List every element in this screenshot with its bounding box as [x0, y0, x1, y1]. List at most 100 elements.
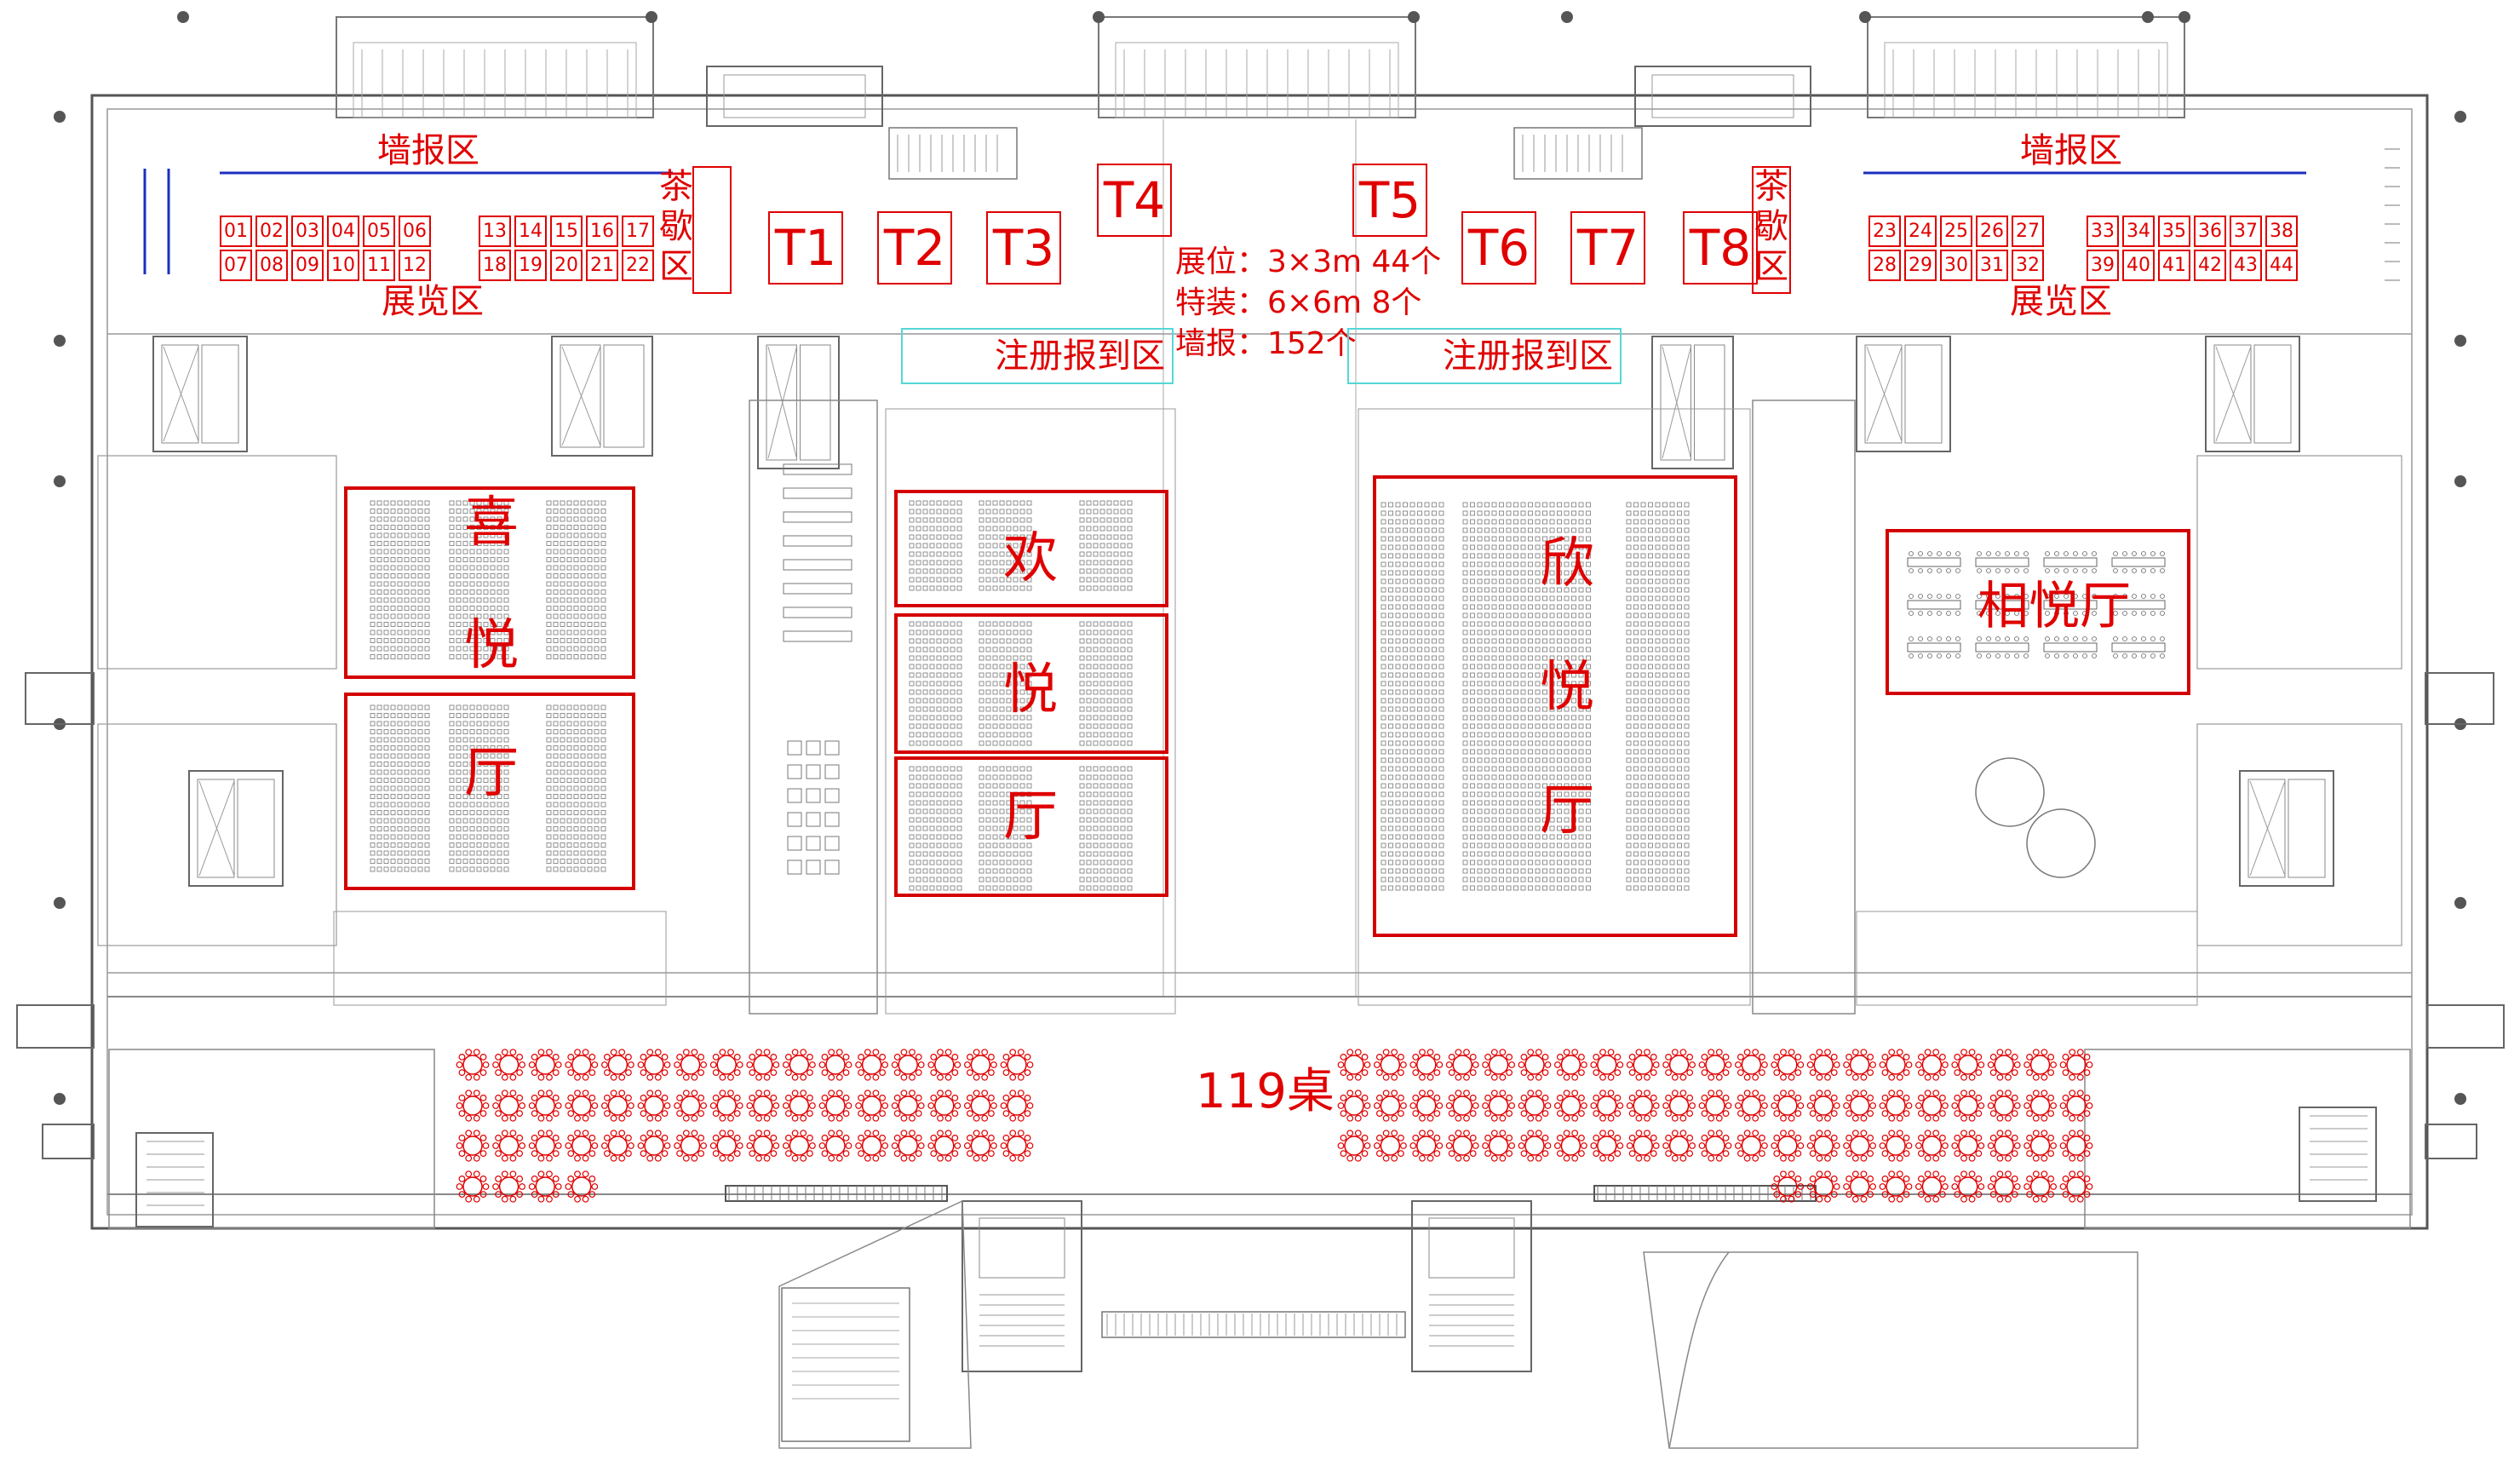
- booth-12: 12: [399, 250, 431, 281]
- banquet-table: [565, 1171, 598, 1202]
- tea-left-char-2: 歇: [657, 207, 695, 247]
- banquet-table: [1555, 1130, 1587, 1161]
- banquet-table: [456, 1090, 489, 1121]
- banquet-table: [928, 1090, 961, 1121]
- booth-02: 02: [255, 216, 288, 247]
- banquet-table: [1591, 1049, 1623, 1080]
- tea-left-char-3: 区: [657, 247, 695, 287]
- banquet-table: [928, 1130, 961, 1161]
- banquet-table: [1916, 1090, 1949, 1121]
- banquet-table: [1736, 1049, 1768, 1080]
- banquet-table: [565, 1049, 598, 1080]
- banquet-table: [1001, 1049, 1033, 1080]
- banquet-table: [1844, 1171, 1876, 1202]
- banquet-table: [1699, 1130, 1731, 1161]
- banquet-table: [819, 1049, 852, 1080]
- banquet-table: [638, 1130, 670, 1161]
- banquet-table: [1410, 1130, 1443, 1161]
- booth-38: 38: [2265, 216, 2298, 247]
- booth-37: 37: [2230, 216, 2262, 247]
- booth-28: 28: [1868, 250, 1901, 281]
- tea-right-char-1: 茶: [1753, 167, 1790, 207]
- banquet-table: [1880, 1171, 1912, 1202]
- banquet-table: [1591, 1090, 1623, 1121]
- banquet-table: [710, 1049, 743, 1080]
- banquet-table: [1807, 1049, 1840, 1080]
- banquet-table: [1627, 1049, 1659, 1080]
- banquet-table: [2060, 1171, 2092, 1202]
- banquet-table: [1880, 1090, 1912, 1121]
- banquet-table: [2024, 1130, 2057, 1161]
- banquet-table: [784, 1090, 816, 1121]
- booth-14: 14: [514, 216, 547, 247]
- special-booth-t8: T8: [1683, 211, 1758, 285]
- banquet-table: [602, 1130, 634, 1161]
- banquet-table: [1663, 1090, 1696, 1121]
- booth-34: 34: [2122, 216, 2155, 247]
- banquet-table: [1988, 1049, 2020, 1080]
- banquet-table: [710, 1130, 743, 1161]
- banquet-table: [1988, 1130, 2020, 1161]
- hall-huanyue-char-3: 厅: [1003, 790, 1058, 844]
- info-wall-count: 墙报：152个: [1175, 329, 1357, 359]
- banquet-table: [2060, 1049, 2092, 1080]
- booth-04: 04: [327, 216, 359, 247]
- registration-area-left: 注册报到区: [901, 328, 1174, 384]
- banquet-table: [529, 1171, 561, 1202]
- banquet-table: [565, 1090, 598, 1121]
- booth-16: 16: [586, 216, 618, 247]
- booth-24: 24: [1904, 216, 1937, 247]
- banquet-table: [1483, 1049, 1515, 1080]
- info-special-count: 特装：6×6m 8个: [1175, 288, 1421, 319]
- exhibit-area-left-label: 展览区: [382, 285, 484, 319]
- banquet-table: [493, 1130, 525, 1161]
- banquet-table: [1591, 1130, 1623, 1161]
- special-booth-t6: T6: [1461, 211, 1536, 285]
- banquet-table: [965, 1130, 997, 1161]
- booth-09: 09: [291, 250, 324, 281]
- banquet-table: [602, 1090, 634, 1121]
- banquet-table: [747, 1049, 779, 1080]
- banquet-table: [819, 1130, 852, 1161]
- banquet-table: [784, 1130, 816, 1161]
- banquet-table: [1375, 1049, 1407, 1080]
- booth-19: 19: [514, 250, 547, 281]
- banquet-table: [529, 1049, 561, 1080]
- banquet-table: [1988, 1171, 2020, 1202]
- banquet-table: [892, 1049, 924, 1080]
- booth-26: 26: [1976, 216, 2008, 247]
- banquet-table: [965, 1049, 997, 1080]
- banquet-table: [2060, 1090, 2092, 1121]
- banquet-table: [1952, 1049, 1984, 1080]
- hall-xinyue-char-3: 厅: [1540, 784, 1594, 838]
- banquet-table: [493, 1171, 525, 1202]
- booth-43: 43: [2230, 250, 2262, 281]
- booth-20: 20: [550, 250, 583, 281]
- banquet-table: [1338, 1130, 1370, 1161]
- hall-xinyue-char-1: 欣: [1540, 537, 1594, 591]
- tea-break-area-left: 茶 歇 区: [657, 167, 695, 287]
- hall-xiyue-char-1: 喜: [464, 496, 519, 550]
- banquet-table: [1518, 1049, 1551, 1080]
- banquet-table: [529, 1130, 561, 1161]
- booth-11: 11: [363, 250, 395, 281]
- special-booth-t4: T4: [1097, 164, 1172, 237]
- banquet-table: [856, 1090, 888, 1121]
- banquet-table: [493, 1049, 525, 1080]
- booth-44: 44: [2265, 250, 2298, 281]
- banquet-table: [1375, 1130, 1407, 1161]
- banquet-table: [819, 1090, 852, 1121]
- banquet-table: [1916, 1171, 1949, 1202]
- banquet-table: [1555, 1049, 1587, 1080]
- wall-news-area-left-label: 墙报区: [377, 134, 479, 168]
- banquet-table: [1410, 1090, 1443, 1121]
- banquet-table: [1627, 1090, 1659, 1121]
- banquet-table: [1483, 1090, 1515, 1121]
- banquet-table: [1699, 1090, 1731, 1121]
- exhibit-area-right-label: 展览区: [2010, 285, 2112, 319]
- banquet-table: [638, 1049, 670, 1080]
- banquet-table: [1844, 1130, 1876, 1161]
- special-booth-t7: T7: [1570, 211, 1645, 285]
- banquet-table: [1916, 1049, 1949, 1080]
- banquet-table: [565, 1130, 598, 1161]
